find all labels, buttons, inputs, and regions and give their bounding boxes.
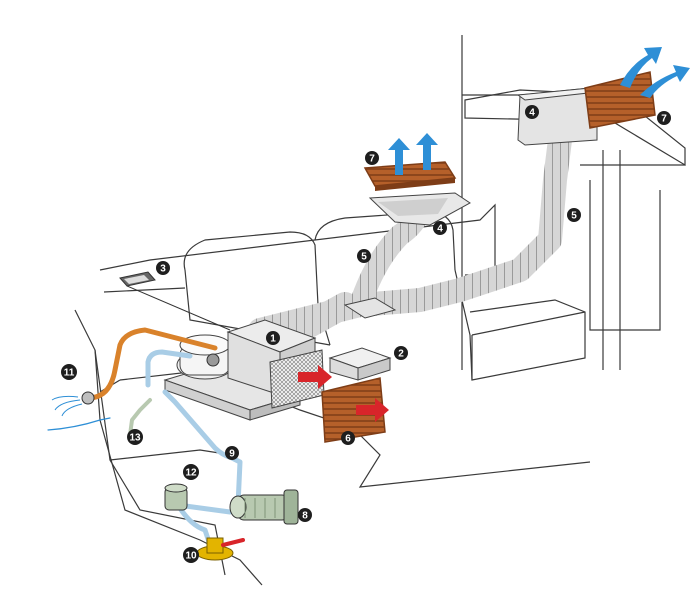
callout-marker bbox=[394, 346, 408, 360]
callout-7: 7 bbox=[365, 151, 379, 165]
callout-11: 11 bbox=[61, 364, 77, 380]
callout-7: 7 bbox=[657, 111, 671, 125]
cabinet-shelf bbox=[464, 87, 686, 167]
supply-grille-seat bbox=[363, 161, 457, 191]
plenum-seat bbox=[368, 192, 471, 226]
callout-9: 9 bbox=[225, 446, 239, 460]
callout-marker bbox=[433, 221, 447, 235]
callout-marker bbox=[156, 261, 170, 275]
callout-marker bbox=[567, 208, 581, 222]
callout-3: 3 bbox=[156, 261, 170, 275]
callout-marker bbox=[365, 151, 379, 165]
strainer bbox=[164, 483, 188, 511]
callout-number: 10 bbox=[185, 551, 197, 562]
callout-marker bbox=[525, 105, 539, 119]
condensate-drain-hose bbox=[128, 398, 152, 437]
hull-edge bbox=[74, 309, 226, 576]
callout-number: 4 bbox=[437, 224, 443, 235]
callout-number: 13 bbox=[129, 433, 141, 444]
callout-marker bbox=[183, 547, 199, 563]
control-panel bbox=[119, 271, 231, 331]
callout-10: 10 bbox=[183, 547, 199, 563]
callout-12: 12 bbox=[183, 464, 199, 480]
callout-number: 4 bbox=[529, 108, 535, 119]
callout-marker bbox=[298, 508, 312, 522]
duct-junction bbox=[343, 297, 397, 319]
supply-grille-upper bbox=[584, 71, 656, 129]
airflow-out-arrow bbox=[416, 133, 438, 170]
callout-5: 5 bbox=[357, 249, 371, 263]
control-box bbox=[328, 347, 392, 381]
callout-5: 5 bbox=[567, 208, 581, 222]
plenum-upper bbox=[516, 87, 599, 146]
callout-number: 7 bbox=[661, 114, 667, 125]
airflow-in-arrow bbox=[356, 398, 389, 422]
bench-seat bbox=[454, 269, 586, 381]
callout-marker bbox=[341, 431, 355, 445]
airflow-out-arrow bbox=[388, 138, 410, 175]
return-airflow-arrows bbox=[298, 365, 389, 422]
callout-marker bbox=[357, 249, 371, 263]
callout-number: 8 bbox=[302, 511, 308, 522]
discharge-hose bbox=[85, 327, 218, 401]
callout-marker bbox=[266, 331, 280, 345]
callout-number: 2 bbox=[398, 349, 404, 360]
airflow-out-arrow bbox=[620, 47, 662, 88]
callout-4: 4 bbox=[433, 221, 447, 235]
callout-number: 5 bbox=[571, 211, 577, 222]
callout-marker bbox=[657, 111, 671, 125]
callout-number: 3 bbox=[160, 264, 166, 275]
callout-number: 1 bbox=[270, 334, 276, 345]
callout-marker bbox=[183, 464, 199, 480]
airflow-out-arrow bbox=[640, 65, 690, 98]
seawater-pump bbox=[229, 489, 299, 525]
callout-1: 1 bbox=[266, 331, 280, 345]
callout-marker bbox=[225, 446, 239, 460]
seacock-valve bbox=[196, 537, 245, 561]
callout-number: 12 bbox=[185, 468, 197, 479]
callout-number: 9 bbox=[229, 449, 235, 460]
ac-unit bbox=[163, 319, 325, 421]
callout-6: 6 bbox=[341, 431, 355, 445]
callout-13: 13 bbox=[127, 429, 143, 445]
overboard-discharge bbox=[51, 391, 95, 417]
piping bbox=[47, 327, 243, 548]
airflow-in-arrow bbox=[298, 365, 332, 389]
callout-marker bbox=[61, 364, 77, 380]
callout-number: 7 bbox=[369, 154, 375, 165]
callout-2: 2 bbox=[394, 346, 408, 360]
callout-number: 5 bbox=[361, 252, 367, 263]
supply-airflow-arrows bbox=[388, 47, 690, 175]
callout-marker bbox=[127, 429, 143, 445]
callout-8: 8 bbox=[298, 508, 312, 522]
return-air-grille bbox=[321, 377, 386, 443]
callout-4: 4 bbox=[525, 105, 539, 119]
callout-number: 11 bbox=[64, 368, 75, 379]
callout-number: 6 bbox=[345, 434, 351, 445]
